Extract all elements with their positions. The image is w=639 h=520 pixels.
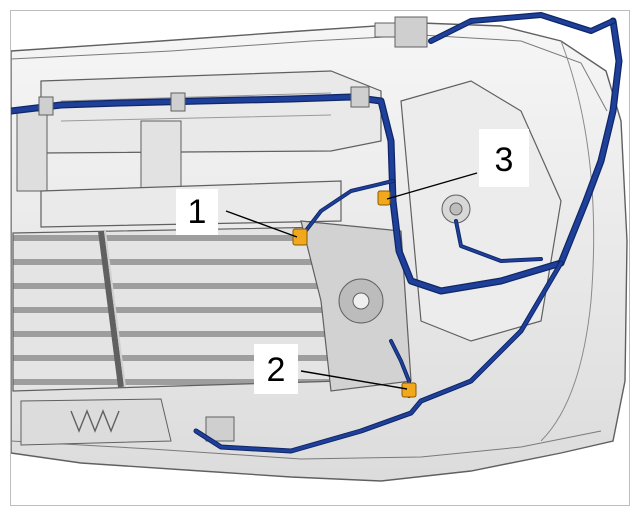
top-connector-body	[394, 16, 428, 48]
leader-line-3	[386, 172, 478, 200]
leader-line-2	[300, 370, 408, 390]
wiring-harness	[11, 12, 623, 454]
lower-connector-body	[205, 416, 235, 442]
harness-diagram: 1 2 3	[11, 12, 628, 482]
upper-bracket-rib	[60, 92, 332, 122]
upper-bracket	[40, 70, 382, 154]
fascia-lower-lip	[11, 430, 602, 460]
callout-3-label: 3	[495, 141, 514, 179]
harness-clip	[38, 96, 54, 116]
shutter-divider	[104, 230, 126, 388]
callout-2: 2	[254, 344, 298, 394]
fog-lamp-socket-inner	[449, 202, 463, 216]
connector-1-icon	[292, 228, 308, 246]
shutter-divider	[98, 230, 124, 388]
actuator-gear-hub	[352, 292, 370, 310]
fascia-right-contour	[540, 40, 595, 442]
diagram-frame: 1 2 3	[10, 10, 630, 506]
harness-clip	[350, 86, 370, 108]
center-support	[140, 120, 182, 192]
left-support	[16, 110, 48, 192]
harness-clip	[170, 92, 186, 112]
callout-3: 3	[479, 129, 529, 187]
lower-bracket	[20, 398, 172, 446]
lower-teeth	[70, 409, 120, 433]
callout-1: 1	[176, 189, 218, 235]
connector-2-icon	[401, 382, 417, 398]
leader-line-1	[225, 210, 298, 238]
callout-2-label: 2	[267, 351, 286, 389]
top-connector-tab	[374, 22, 396, 38]
callout-1-label: 1	[188, 193, 207, 231]
